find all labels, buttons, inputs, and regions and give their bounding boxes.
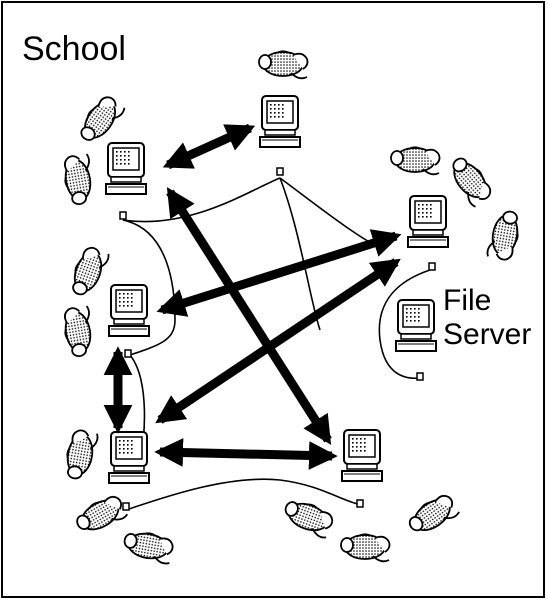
person-icon (279, 495, 337, 540)
person-icon (60, 304, 98, 359)
jack-top (276, 167, 284, 176)
person-icon (485, 207, 523, 263)
jack-upper-left (119, 211, 127, 220)
jack-lower-right (356, 499, 364, 508)
cable-lower-left-to-lower-right (125, 478, 359, 511)
file-server-label-line2: Server (443, 318, 532, 351)
upper-right-computer (407, 195, 449, 248)
person-icon (60, 152, 98, 207)
arrow-upper-left-top (162, 123, 256, 170)
arrow-lower-left-upper-right (155, 258, 401, 424)
jack-upper-right (428, 262, 436, 271)
lower-right-computer (341, 429, 383, 482)
file-server-label-line1: File (443, 284, 492, 317)
person-icon (71, 490, 130, 541)
person-icon (120, 528, 176, 566)
diagram-title: School (22, 30, 126, 68)
person-icon (62, 427, 100, 483)
arrow-middle-left-upper-right (156, 229, 402, 317)
person-icon (66, 243, 111, 301)
jack-lower-left (122, 502, 130, 511)
upper-left-computer (105, 142, 147, 195)
person-icon (403, 489, 462, 542)
jack-file-server (416, 372, 424, 381)
arrows (103, 123, 402, 470)
file-server-computer (395, 299, 437, 352)
cable-top-to-upper-right (279, 177, 386, 251)
middle-left-computer (108, 284, 150, 337)
jack-middle-left (124, 349, 132, 358)
arrow-lower-left-lower-right (154, 438, 338, 470)
file-server-label: File Server (443, 284, 531, 352)
cable-top-down (279, 177, 321, 331)
person-icon (442, 152, 497, 209)
person-icon (258, 50, 309, 80)
top-center-computer (259, 95, 301, 148)
person-icon (390, 146, 441, 176)
person-icon (340, 533, 391, 563)
lower-left-computer (108, 431, 150, 484)
person-icon (74, 91, 127, 149)
